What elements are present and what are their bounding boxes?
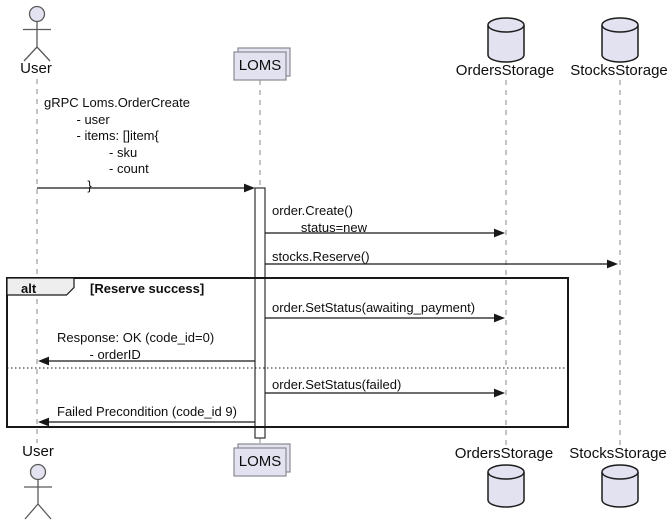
participant-loms-bottom-shape bbox=[233, 443, 291, 477]
arrow-failed-precondition bbox=[38, 417, 255, 427]
cylinder-body bbox=[487, 472, 525, 508]
cylinder-top bbox=[601, 464, 639, 480]
message-label-order-create: order.Create() status=new bbox=[272, 203, 368, 235]
alt-operator-pentagon bbox=[6, 277, 75, 296]
message-label-order-create-request: gRPC Loms.OrderCreate - user - items: []… bbox=[44, 95, 190, 193]
arrow-order-create bbox=[265, 228, 505, 238]
alt-operator-label: alt bbox=[21, 281, 37, 296]
participant-label-ordersstorage-top: OrdersStorage bbox=[455, 62, 555, 79]
alt-fragment-border bbox=[6, 277, 569, 428]
arrow-setstatus-awaiting-payment bbox=[265, 313, 505, 323]
lifelines bbox=[36, 79, 621, 446]
arrow-stocks-reserve bbox=[265, 259, 618, 269]
collections-front-box bbox=[233, 51, 287, 81]
participant-label-user-bottom: User bbox=[22, 443, 54, 460]
cylinder-top bbox=[487, 464, 525, 480]
participant-label-ordersstorage-bottom: OrdersStorage bbox=[454, 445, 554, 462]
message-label-failed-precondition: Failed Precondition (code_id 9) bbox=[57, 404, 237, 419]
message-label-setstatus-failed: order.SetStatus(failed) bbox=[272, 377, 402, 392]
participant-label-loms-top: LOMS bbox=[238, 57, 282, 74]
actor-user-bottom-icon bbox=[24, 463, 52, 520]
cylinder-body bbox=[601, 472, 639, 508]
cylinder-body bbox=[487, 25, 525, 63]
database-stocksstorage-bottom-icon bbox=[601, 464, 639, 508]
actor-user-top-icon bbox=[23, 5, 51, 62]
database-ordersstorage-top-icon bbox=[487, 17, 525, 63]
actor-head bbox=[29, 463, 47, 481]
participant-label-stocksstorage-bottom: StocksStorage bbox=[569, 445, 667, 462]
arrow-response-ok bbox=[38, 356, 255, 366]
message-label-stocks-reserve: stocks.Reserve() bbox=[272, 249, 370, 264]
cylinder-body bbox=[601, 25, 639, 63]
participant-label-loms-bottom: LOMS bbox=[238, 453, 282, 470]
arrow-order-create-request bbox=[37, 183, 255, 193]
participant-label-stocksstorage-top: StocksStorage bbox=[570, 62, 668, 79]
message-label-setstatus-awaiting-payment: order.SetStatus(awaiting_payment) bbox=[272, 300, 476, 315]
activation-bar-loms bbox=[254, 187, 266, 439]
database-stocksstorage-top-icon bbox=[601, 17, 639, 63]
message-label-response-ok: Response: OK (code_id=0) - orderID bbox=[57, 330, 215, 362]
alt-fragment-frame bbox=[6, 277, 569, 428]
collections-front-box bbox=[233, 447, 287, 477]
database-ordersstorage-bottom-icon bbox=[487, 464, 525, 508]
participant-label-user-top: User bbox=[20, 60, 52, 77]
message-arrows bbox=[37, 183, 618, 427]
arrow-setstatus-failed bbox=[265, 388, 505, 398]
alt-condition-label: [Reserve success] bbox=[90, 281, 205, 296]
cylinder-top bbox=[487, 17, 525, 33]
actor-head bbox=[28, 5, 46, 23]
participant-loms-top-shape bbox=[233, 47, 291, 81]
cylinder-top bbox=[601, 17, 639, 33]
